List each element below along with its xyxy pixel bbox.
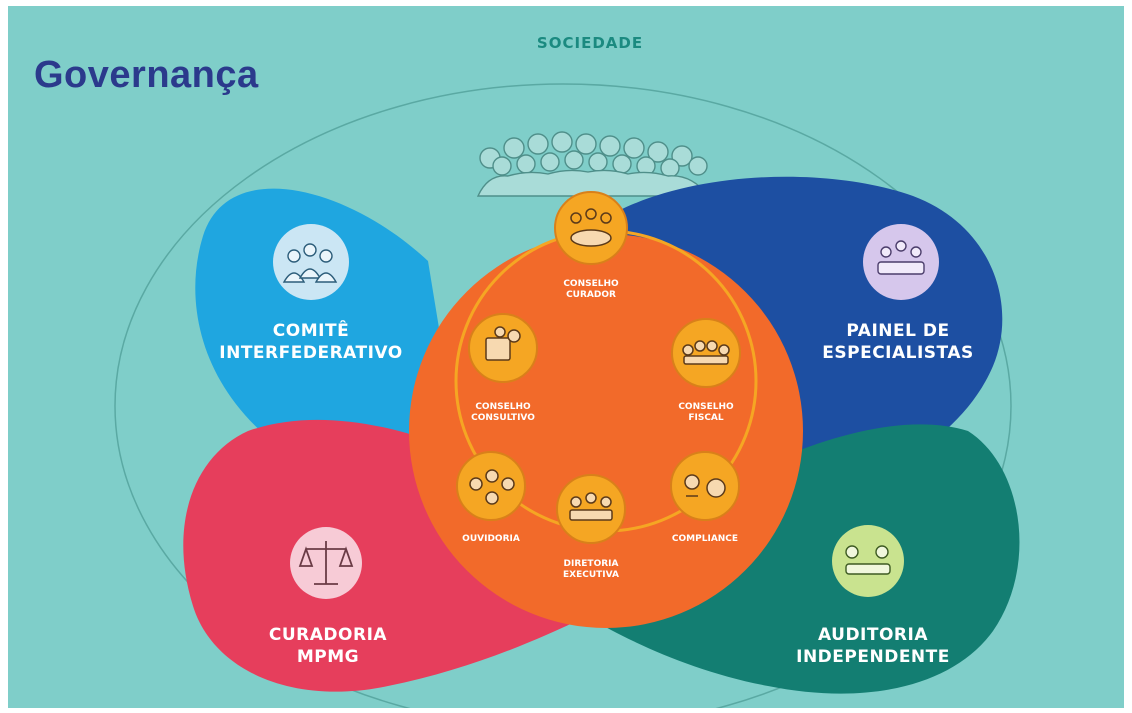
node-diretoria-executiva: [556, 474, 626, 544]
page-title: Governança: [34, 54, 259, 96]
node-compliance: [670, 451, 740, 521]
petal-auditoria-independente: [578, 424, 1020, 694]
group-people-icon: [273, 224, 349, 300]
label-auditoria-independente: AUDITORIA INDEPENDENTE: [796, 625, 950, 667]
listening-people-icon: [469, 469, 515, 505]
society-crowd-icon: [476, 131, 710, 197]
label-ouvidoria: OUVIDORIA: [462, 534, 520, 544]
label-compliance: COMPLIANCE: [671, 534, 739, 544]
checklist-icon: [684, 474, 726, 498]
society-ellipse: [114, 83, 1012, 708]
executive-team-icon: [569, 492, 613, 521]
petal-curadoria-mpmg: [183, 419, 628, 692]
meeting-icon: [863, 224, 939, 300]
diagram-canvas: [114, 83, 1020, 708]
node-ouvidoria: [456, 451, 526, 521]
audit-handshake-icon: [832, 525, 904, 597]
label-conselho-curador: CONSELHO CURADOR: [563, 279, 619, 300]
society-label: SOCIEDADE: [536, 34, 644, 52]
label-conselho-fiscal: CONSELHO FISCAL: [678, 402, 734, 423]
scales-icon: [290, 527, 362, 599]
node-conselho-fiscal: [671, 318, 741, 388]
governance-diagram: Governança SOCIEDADE COMITÊ INTERFEDERAT…: [8, 6, 1124, 708]
label-conselho-consultivo: CONSELHO CONSULTIVO: [471, 402, 535, 423]
node-conselho-consultivo: [468, 313, 538, 383]
label-curadoria-mpmg: CURADORIA MPMG: [268, 625, 388, 667]
node-conselho-curador: [554, 191, 628, 265]
board-meeting-icon: [570, 208, 612, 247]
label-diretoria-executiva: DIRETORIA EXECUTIVA: [563, 559, 619, 580]
label-painel-especialistas: PAINEL DE ESPECIALISTAS: [822, 321, 974, 363]
money-group-icon: [682, 340, 730, 365]
documents-icon: [485, 326, 521, 361]
label-comite-interfederativo: COMITÊ INTERFEDERATIVO: [219, 321, 403, 363]
